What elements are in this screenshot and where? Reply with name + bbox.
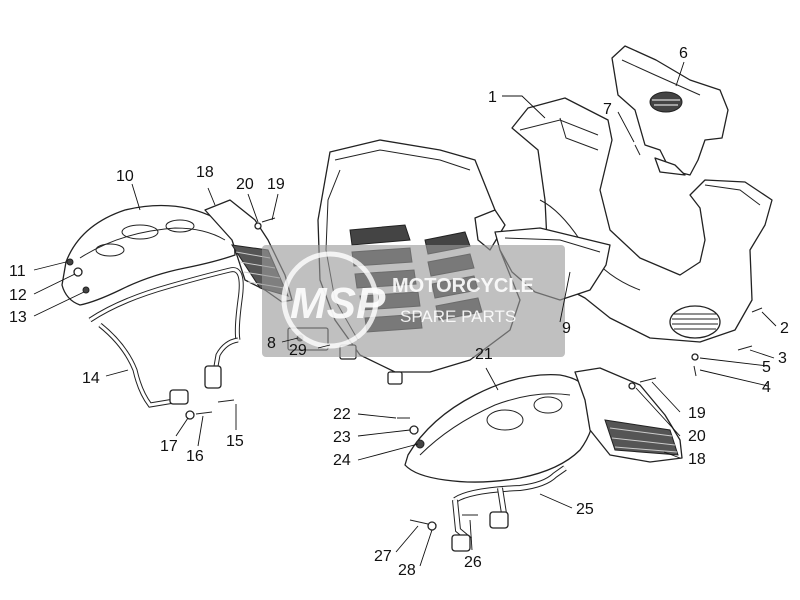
callout-16: 16: [186, 448, 204, 465]
callout-25: 25: [576, 501, 594, 518]
callout-6: 6: [679, 45, 688, 62]
screw-15: [217, 399, 235, 403]
screw-19-rear: [639, 377, 657, 383]
callout-18-front: 18: [196, 164, 214, 181]
callout-14: 14: [82, 370, 100, 387]
screw-11: [66, 258, 74, 266]
callout-13: 13: [9, 309, 27, 326]
callout-2: 2: [780, 320, 789, 337]
nut-24: [415, 439, 425, 449]
nut-13: [82, 286, 90, 294]
callout-8: 8: [267, 335, 276, 352]
watermark-logo: MSP MOTORCYCLE SPARE PARTS: [262, 245, 565, 357]
callout-29: 29: [289, 342, 307, 359]
washer-12: [73, 267, 83, 277]
callout-labels: 1 2 3 4 5 6 7 8 9 10 11 12 13 14 15 16 1…: [9, 45, 789, 579]
callout-7: 7: [603, 101, 612, 118]
part-18-rear-inner-shield: [574, 367, 683, 463]
part-25-rear-bracket: [451, 465, 567, 552]
callout-26: 26: [464, 554, 482, 571]
screw-16: [195, 411, 213, 415]
washer-5: [691, 353, 699, 361]
watermark-line-1: MOTORCYCLE: [392, 275, 534, 297]
callout-27: 27: [374, 548, 392, 565]
washer-17: [185, 410, 195, 420]
callout-23: 23: [333, 429, 351, 446]
callout-17: 17: [160, 438, 178, 455]
hardware-fasteners: [66, 144, 763, 531]
leader-lines: [33, 61, 777, 567]
callout-28: 28: [398, 562, 416, 579]
callout-3: 3: [778, 350, 787, 367]
washer-20-front: [254, 222, 262, 230]
callout-18-rear: 18: [688, 451, 706, 468]
screw-4: [693, 365, 697, 377]
callout-21: 21: [475, 346, 493, 363]
screw-19-front: [261, 217, 276, 223]
callout-9: 9: [562, 320, 571, 337]
watermark-line-2: SPARE PARTS: [400, 307, 516, 326]
callout-15: 15: [226, 433, 244, 450]
grille-vent-right: [669, 305, 721, 339]
part-10-front-mudguard: [61, 204, 236, 306]
watermark-logo-letters: MSP: [290, 279, 386, 328]
washer-28: [427, 521, 437, 531]
washer-20-rear: [628, 382, 636, 390]
screw-3: [737, 345, 753, 351]
callout-22: 22: [333, 406, 351, 423]
callout-24: 24: [333, 452, 351, 469]
callout-19-rear: 19: [688, 405, 706, 422]
callout-20-front: 20: [236, 176, 254, 193]
washer-23: [409, 425, 419, 435]
callout-12: 12: [9, 287, 27, 304]
screw-2: [751, 307, 763, 313]
callout-4: 4: [762, 379, 771, 396]
part-14-front-bracket: [88, 267, 244, 408]
callout-19-front: 19: [267, 176, 285, 193]
screw-27: [409, 519, 429, 525]
callout-11: 11: [9, 263, 26, 280]
callout-5: 5: [762, 359, 771, 376]
part-21-rear-mudguard: [404, 374, 596, 483]
screw-7: [634, 144, 641, 156]
callout-1: 1: [488, 89, 497, 106]
part-6-inner-panel: [611, 45, 729, 176]
callout-10: 10: [116, 168, 134, 185]
callout-20-rear: 20: [688, 428, 706, 445]
